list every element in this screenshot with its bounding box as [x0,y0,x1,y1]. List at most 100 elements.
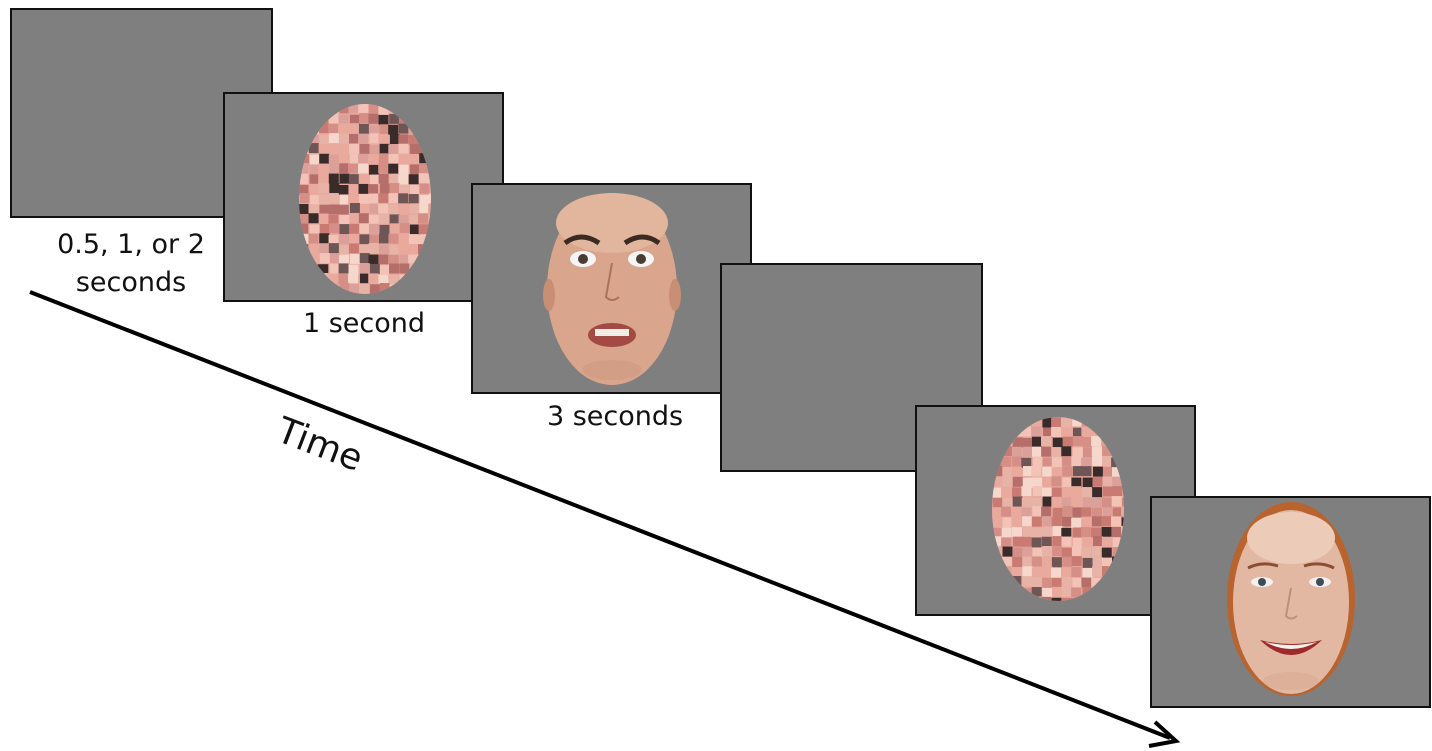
mosaic-tile [992,536,1003,547]
mosaic-tile [339,133,350,144]
mosaic-tile [409,263,420,274]
scrambled-face-mosaic [992,417,1124,601]
mosaic-tile [1032,456,1043,467]
face-duration-label: 3 seconds [546,401,684,432]
mosaic-tile [349,123,360,134]
mosaic-tile [419,283,430,294]
mosaic-tile [1021,587,1032,598]
mosaic-tile [309,154,320,165]
mosaic-tile [992,427,1003,438]
mosaic-tile [319,253,330,264]
mosaic-tile [389,183,400,194]
mosaic-tile [1082,437,1093,448]
mosaic-tile [408,284,419,294]
mosaic-tile [308,233,319,244]
mosaic-tile [379,264,390,275]
mosaic-tile [378,244,389,255]
mosaic-tile [419,133,430,144]
mosaic-tile [1032,547,1043,558]
mosaic-tile [398,214,409,225]
mosaic-tile [299,163,309,174]
mosaic-tile [378,173,389,184]
mosaic-tile [319,204,330,215]
mosaic-tile [1092,456,1103,467]
mosaic-tile [992,557,1003,568]
mosaic-tile [1062,466,1073,477]
mosaic-tile [1101,547,1112,558]
mosaic-tile [1061,576,1072,587]
mosaic-tile [389,284,400,294]
mosaic-tile [1072,546,1083,557]
mosaic-tile [388,274,399,285]
mosaic-tile [1022,446,1033,457]
mosaic-tile [429,234,431,245]
mosaic-tile [1002,597,1013,601]
mosaic-tile [359,143,370,154]
mosaic-tile [369,263,380,274]
mosaic-tile [368,104,379,115]
mosaic-tile [1051,577,1062,588]
mosaic-tile [328,173,339,184]
mosaic-tile [1092,497,1103,508]
mosaic-tile [349,223,360,234]
mosaic-tile [1062,506,1073,517]
mosaic-tile [1031,417,1042,428]
mosaic-tile [408,244,419,255]
mosaic-tile [1081,537,1092,548]
mosaic-tile [388,204,399,215]
mosaic-tile [1051,466,1062,477]
mosaic-tile [299,143,309,154]
mosaic-tile [318,163,329,174]
mosaic-tile [329,253,340,264]
mosaic-tile [338,184,349,195]
mosaic-tile [388,144,399,155]
mosaic-tile [398,174,409,185]
mosaic-tile [318,194,329,205]
mosaic-tile [348,264,359,275]
mosaic-tile [308,104,319,115]
mosaic-tile [1042,427,1053,438]
mosaic-tile [1011,527,1022,538]
mosaic-tile [359,244,370,255]
mosaic-tile [399,154,410,165]
mosaic-tile [1091,426,1102,437]
mosaic-tile [1061,536,1072,547]
mosaic-tile [309,224,320,235]
mosaic-tile [429,284,431,294]
mosaic-tile [389,113,400,124]
mosaic-tile [418,163,429,174]
mosaic-tile [1041,436,1052,447]
mosaic-tile [1011,576,1022,587]
mosaic-tile [299,283,309,294]
mosaic-tile [318,123,329,134]
mosaic-tile [1011,487,1022,498]
mosaic-tile [1072,597,1083,601]
mosaic-tile [1051,496,1062,507]
mosaic-tile [1031,556,1042,567]
mosaic-tile [1002,446,1013,457]
mosaic-tile [428,244,431,255]
mosaic-tile [428,203,431,214]
mosaic-tile [1091,527,1102,538]
mosaic-tile [368,113,379,124]
mosaic-tile [1071,556,1082,567]
mosaic-tile [1091,577,1102,588]
mosaic-tile [1022,417,1033,428]
mosaic-tile [1012,536,1023,547]
mosaic-tile [299,193,310,204]
mosaic-tile [1061,597,1072,601]
mosaic-tile [1102,596,1113,601]
mosaic-tile [318,264,329,275]
mosaic-tile [368,254,379,265]
mosaic-tile [378,163,389,174]
mosaic-tile [319,153,330,164]
mosaic-tile [992,516,1002,527]
mosaic-tile [1121,587,1124,598]
mosaic-tile [398,104,409,114]
mosaic-tile [419,194,430,205]
mosaic-tile [1082,596,1093,601]
mosaic-tile [1122,457,1124,468]
mosaic-tile [349,203,360,214]
mosaic-tile [399,184,410,195]
mosaic-tile [992,586,1002,597]
